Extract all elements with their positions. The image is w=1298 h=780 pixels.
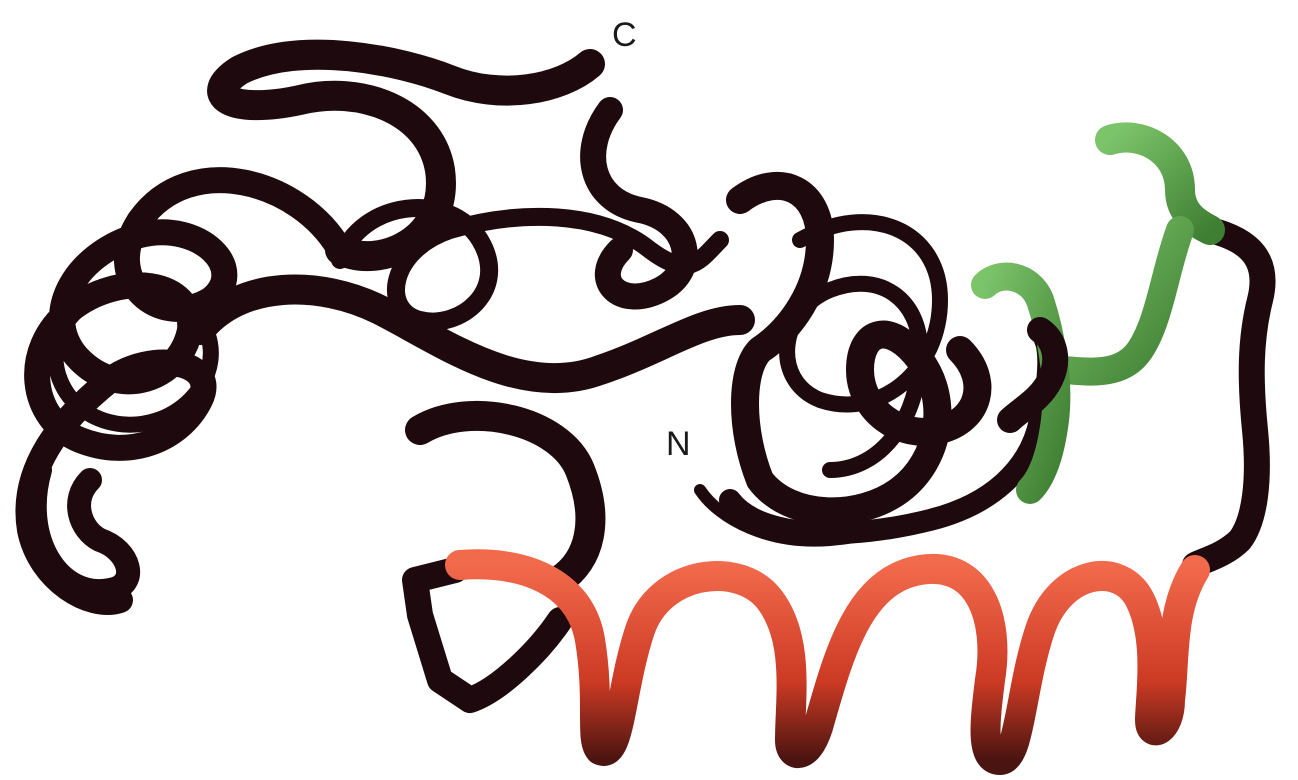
c-terminus-label: C xyxy=(612,16,637,54)
n-terminus-label: N xyxy=(666,425,691,463)
